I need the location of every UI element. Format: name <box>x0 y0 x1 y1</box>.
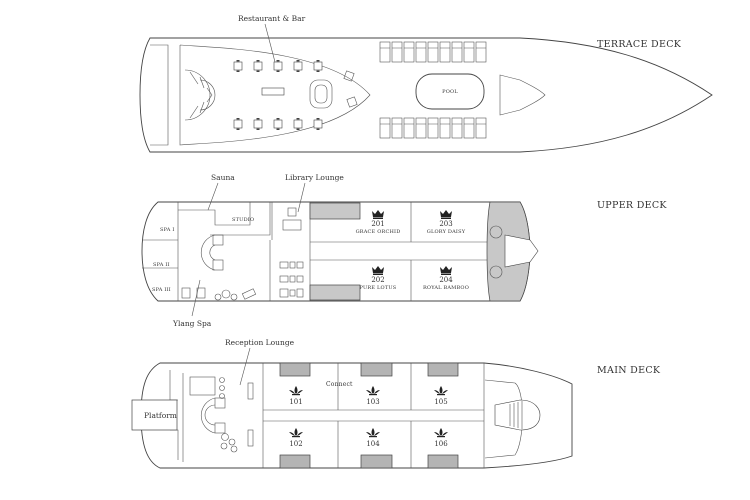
cabin-102[interactable]: 102 <box>289 428 303 448</box>
studio-label: STUDIO <box>232 217 254 223</box>
cabin-103[interactable]: 103 <box>366 386 380 406</box>
cabin-number: 104 <box>366 440 380 448</box>
restaurant-label: Restaurant & Bar <box>238 14 306 23</box>
main-deck: Reception Lounge Platform Connect 101 10… <box>131 338 661 469</box>
cabin-number: 103 <box>366 398 379 406</box>
cabin-number: 106 <box>434 440 448 448</box>
cabin-number: 201 <box>371 220 384 228</box>
cabin-number: 203 <box>439 220 452 228</box>
sun-loungers <box>379 41 487 139</box>
cabin-202[interactable]: 202 PURE LOTUS <box>360 266 397 291</box>
cabin-name: GLORY DAISY <box>427 229 466 235</box>
spa3-label: SPA III <box>152 287 171 293</box>
cabin-105[interactable]: 105 <box>434 386 448 406</box>
terrace-deck: Restaurant & Bar POOL TERRACE DECK <box>139 14 713 153</box>
platform-label: Platform <box>144 411 177 420</box>
cabin-106[interactable]: 106 <box>434 428 448 448</box>
restaurant-tables <box>233 59 323 131</box>
main-deck-title: MAIN DECK <box>597 365 661 376</box>
cabin-number: 204 <box>439 276 453 284</box>
connect-label: Connect <box>326 381 353 388</box>
reception-lounge-label: Reception Lounge <box>225 338 295 347</box>
cabin-number: 105 <box>434 398 447 406</box>
pool <box>415 73 485 110</box>
cabin-204[interactable]: 204 ROYAL BAMBOO <box>423 266 469 291</box>
ylang-spa-label: Ylang Spa <box>172 319 212 328</box>
cabin-number: 101 <box>289 398 302 406</box>
cabin-number: 102 <box>289 440 302 448</box>
cabin-201[interactable]: 201 GRACE ORCHID <box>356 210 401 235</box>
upper-deck: SPA I SPA II SPA III STUDIO Sauna Librar… <box>141 173 667 328</box>
library-lounge-label: Library Lounge <box>285 173 344 182</box>
sauna-label: Sauna <box>211 173 235 182</box>
cabin-name: ROYAL BAMBOO <box>423 285 469 291</box>
spa2-label: SPA II <box>153 262 170 268</box>
cabin-104[interactable]: 104 <box>366 428 380 448</box>
cabin-101[interactable]: 101 <box>289 386 303 406</box>
upper-deck-title: UPPER DECK <box>597 200 667 211</box>
pool-label: POOL <box>442 89 458 95</box>
cabin-number: 202 <box>371 276 384 284</box>
spa1-label: SPA I <box>160 227 175 233</box>
cabin-203[interactable]: 203 GLORY DAISY <box>427 210 466 235</box>
cabin-name: PURE LOTUS <box>360 285 397 291</box>
terrace-deck-title: TERRACE DECK <box>597 39 682 50</box>
cabin-name: GRACE ORCHID <box>356 229 401 235</box>
